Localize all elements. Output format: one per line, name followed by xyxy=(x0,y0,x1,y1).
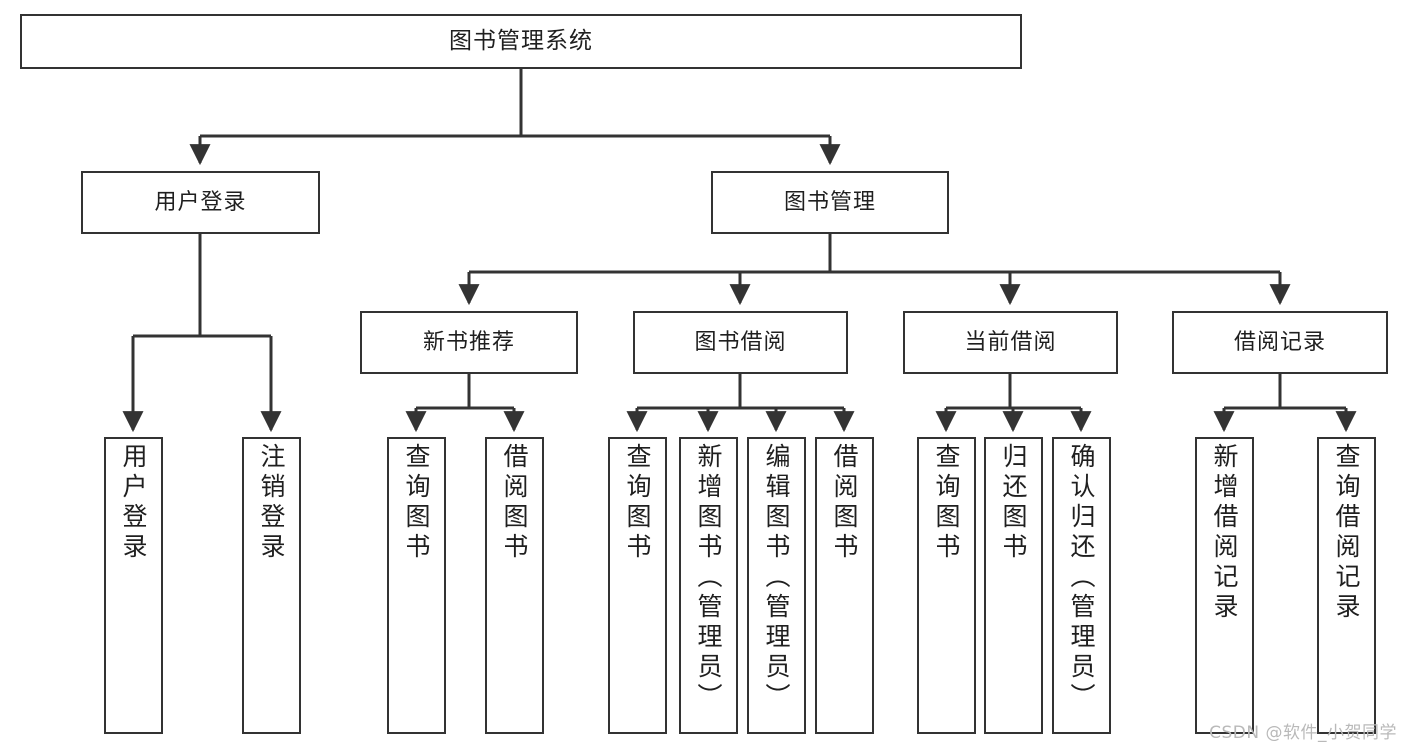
node-leaf-user-login[interactable]: 用户登录 xyxy=(104,437,163,734)
node-label: 查询图书 xyxy=(402,443,431,563)
node-label: 注销登录 xyxy=(257,443,286,563)
node-label: 借阅图书 xyxy=(830,443,859,563)
node-leaf-confirm-return[interactable]: 确认归还（管理员） xyxy=(1052,437,1111,734)
node-label: 查询图书 xyxy=(932,443,961,563)
node-label: 新增借阅记录 xyxy=(1210,443,1239,623)
node-leaf-logout[interactable]: 注销登录 xyxy=(242,437,301,734)
node-leaf-borrow-book-2[interactable]: 借阅图书 xyxy=(815,437,874,734)
node-label: 新书推荐 xyxy=(422,329,515,355)
node-current-borrow[interactable]: 当前借阅 xyxy=(903,311,1118,374)
node-leaf-query-book-2[interactable]: 查询图书 xyxy=(608,437,667,734)
node-root-book-management-system[interactable]: 图书管理系统 xyxy=(20,14,1022,69)
node-leaf-query-book-1[interactable]: 查询图书 xyxy=(387,437,446,734)
node-label: 当前借阅 xyxy=(964,329,1057,355)
node-label: 图书管理系统 xyxy=(449,27,593,54)
node-label: 确认归还（管理员） xyxy=(1067,443,1096,713)
node-new-book-recommend[interactable]: 新书推荐 xyxy=(360,311,578,374)
node-leaf-return-book[interactable]: 归还图书 xyxy=(984,437,1043,734)
node-book-manage[interactable]: 图书管理 xyxy=(711,171,949,234)
node-leaf-add-book[interactable]: 新增图书（管理员） xyxy=(679,437,738,734)
node-label: 新增图书（管理员） xyxy=(694,443,723,713)
node-label: 图书借阅 xyxy=(694,329,787,355)
node-label: 用户登录 xyxy=(119,443,148,563)
node-borrow-record[interactable]: 借阅记录 xyxy=(1172,311,1388,374)
node-user-login[interactable]: 用户登录 xyxy=(81,171,320,234)
node-leaf-query-book-3[interactable]: 查询图书 xyxy=(917,437,976,734)
node-leaf-borrow-book-1[interactable]: 借阅图书 xyxy=(485,437,544,734)
node-label: 借阅记录 xyxy=(1233,329,1326,355)
watermark: CSDN @软件_小贺同学 xyxy=(1209,723,1397,743)
node-leaf-edit-book[interactable]: 编辑图书（管理员） xyxy=(747,437,806,734)
node-label: 归还图书 xyxy=(999,443,1028,563)
node-leaf-query-record[interactable]: 查询借阅记录 xyxy=(1317,437,1376,734)
node-label: 图书管理 xyxy=(783,189,876,215)
node-label: 借阅图书 xyxy=(500,443,529,563)
node-label: 查询借阅记录 xyxy=(1332,443,1361,623)
node-leaf-add-record[interactable]: 新增借阅记录 xyxy=(1195,437,1254,734)
node-book-borrow[interactable]: 图书借阅 xyxy=(633,311,848,374)
node-label: 用户登录 xyxy=(154,189,247,215)
node-label: 编辑图书（管理员） xyxy=(762,443,791,713)
node-label: 查询图书 xyxy=(623,443,652,563)
